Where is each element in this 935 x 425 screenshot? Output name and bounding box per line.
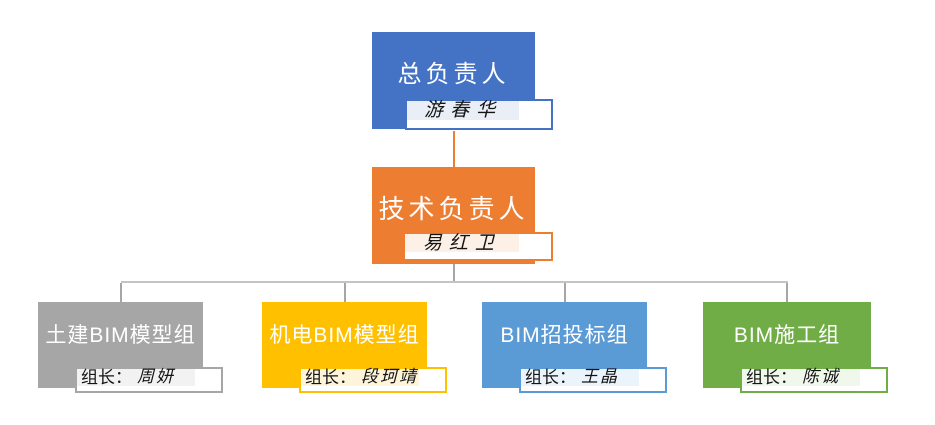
name-tag-technical-lead[interactable]: 易红卫 (403, 232, 553, 261)
group-title: BIM招投标组 (500, 323, 629, 347)
leader-name: 段珂靖 (361, 367, 418, 388)
general-manager-name: 游春华 (424, 99, 503, 122)
connector-drop-group-1 (120, 283, 122, 302)
name-tag-tint: 易红卫 (405, 231, 519, 254)
group-title: 机电BIM模型组 (269, 323, 420, 347)
leader-tag-tint: 组长： 段珂靖 (301, 367, 420, 388)
leader-label: 组长： (305, 368, 356, 388)
connector-horizontal-rail (121, 281, 788, 283)
connector-root-to-manager (453, 131, 455, 167)
name-tag-general-manager[interactable]: 游春华 (405, 99, 553, 130)
leader-name: 周妍 (137, 367, 175, 388)
leader-tag-civil-bim-model-group[interactable]: 组长： 周妍 (75, 367, 223, 393)
connector-drop-group-3 (564, 283, 566, 302)
node-technical-lead-title: 技术负责人 (378, 193, 529, 224)
leader-name: 王晶 (581, 367, 619, 388)
leader-tag-tint: 组长： 周妍 (77, 367, 196, 388)
name-tag-tint: 游春华 (407, 99, 520, 122)
technical-lead-name: 易红卫 (422, 231, 501, 254)
leader-tag-bim-construction-group[interactable]: 组长： 陈诚 (740, 367, 888, 393)
group-title: 土建BIM模型组 (45, 323, 196, 347)
leader-label: 组长： (525, 368, 576, 388)
leader-tag-bim-bidding-group[interactable]: 组长： 王晶 (519, 367, 667, 393)
leader-label: 组长： (746, 368, 797, 388)
connector-drop-group-2 (344, 283, 346, 302)
leader-tag-tint: 组长： 陈诚 (742, 367, 861, 388)
leader-tag-tint: 组长： 王晶 (521, 367, 640, 388)
connector-drop-group-4 (786, 283, 788, 302)
leader-tag-mep-bim-model-group[interactable]: 组长： 段珂靖 (299, 367, 447, 393)
node-general-manager-title: 总负责人 (397, 60, 510, 88)
connector-manager-stem (453, 261, 455, 282)
group-title: BIM施工组 (733, 323, 841, 347)
leader-label: 组长： (81, 368, 132, 388)
leader-name: 陈诚 (802, 367, 840, 388)
